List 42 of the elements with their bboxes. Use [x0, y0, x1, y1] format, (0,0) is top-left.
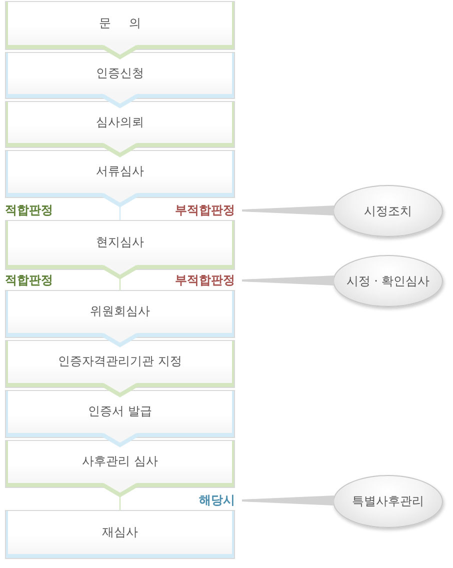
action-ellipse [333, 185, 443, 237]
process-box [5, 440, 235, 488]
process-box [5, 150, 235, 198]
result-label: 적합판정 [5, 273, 53, 288]
step-label: 재심사 [102, 524, 138, 540]
connector-line [242, 276, 334, 286]
result-label: 부적합판정 [175, 203, 235, 218]
chevron-arrow [101, 431, 139, 447]
step-label: 문 의 [99, 16, 141, 30]
connector-line [242, 206, 334, 216]
connector-line [242, 496, 334, 506]
action-ellipse [333, 255, 443, 307]
result-label: 적합판정 [5, 203, 53, 218]
step-label: 인증서 발급 [88, 404, 152, 419]
chevron-arrow [101, 481, 139, 510]
action-label: 시정 · 확인심사 [346, 274, 430, 288]
step-label: 현지심사 [96, 235, 144, 250]
chevron-arrow [101, 331, 139, 347]
process-box [5, 52, 235, 99]
chevron-arrow [101, 263, 139, 290]
chevron-arrow [101, 191, 139, 220]
result-label: 부적합판정 [175, 273, 235, 288]
action-label: 시정조치 [364, 204, 412, 218]
process-box [5, 101, 235, 148]
process-box [5, 340, 235, 388]
process-box [5, 1, 235, 50]
chevron-arrow [101, 141, 139, 157]
chevron-arrow [101, 381, 139, 397]
process-box [5, 220, 235, 270]
step-label: 인증자격관리기관 지정 [58, 354, 182, 369]
result-label: 해당시 [199, 493, 235, 508]
action-label: 특별사후관리 [352, 494, 424, 508]
step-label: 심사의뢰 [96, 114, 144, 130]
process-box [5, 510, 235, 559]
process-box [5, 390, 235, 438]
step-label: 사후관리 심사 [82, 454, 158, 469]
step-label: 서류심사 [96, 164, 144, 179]
chevron-arrow [101, 92, 139, 108]
step-label: 인증신청 [96, 66, 144, 80]
chevron-arrow [101, 43, 139, 59]
process-box [5, 290, 235, 338]
step-label: 위원회심사 [90, 304, 150, 319]
